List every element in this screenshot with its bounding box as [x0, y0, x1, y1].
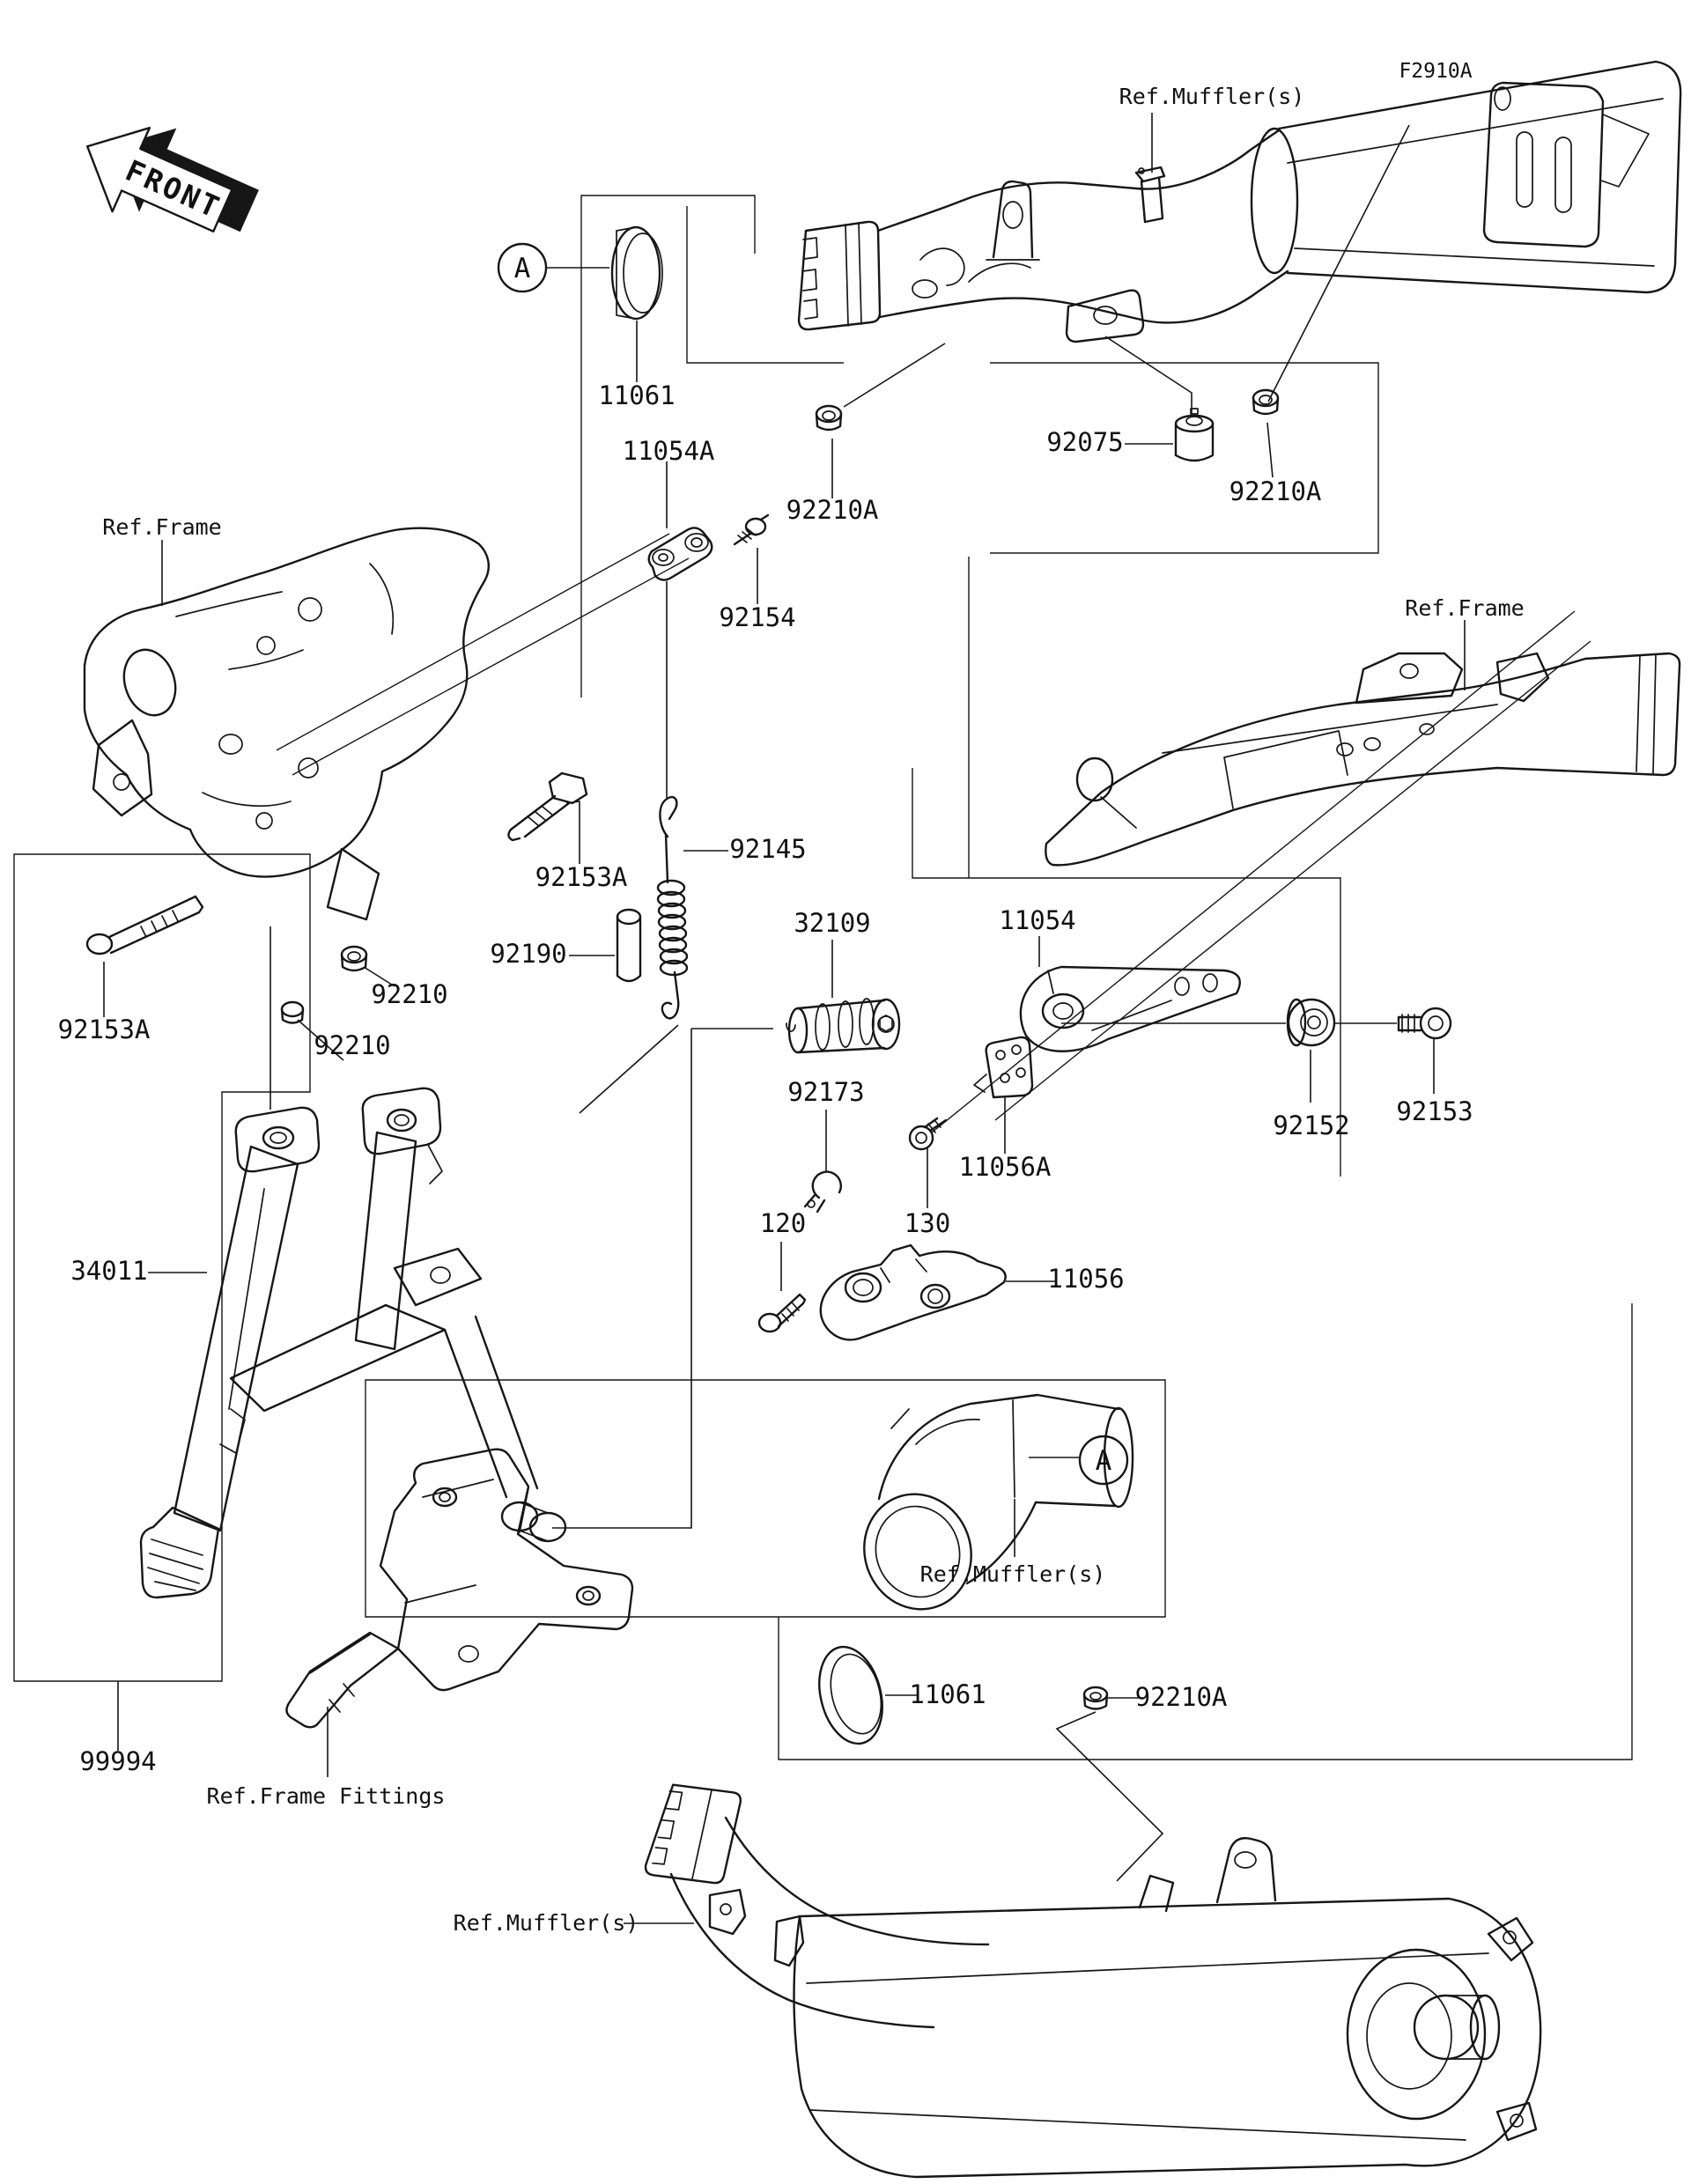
label-92075: 92075 [1046, 427, 1123, 457]
nut-92210a-left [816, 406, 841, 430]
bolt-130 [910, 1118, 946, 1149]
bracket-11054 [1021, 967, 1240, 1051]
exhaust-clamp-sleeve-bottom [644, 1776, 744, 1892]
bottom-pipe [671, 1818, 988, 2027]
bolt-92153a-left [87, 896, 203, 954]
ref-frame-fittings: Ref.Frame Fittings [207, 1783, 446, 1809]
nut-92210-2 [282, 1002, 303, 1023]
label-92145: 92145 [729, 834, 806, 864]
bracket-11056a [974, 1037, 1032, 1097]
nut-92210-1 [342, 947, 366, 970]
callout-a-mid: A [1080, 1436, 1127, 1484]
pointer-diagonals [277, 534, 1591, 1133]
center-stand-34011 [141, 1088, 565, 1597]
muffler-strap-clamp-top [1136, 167, 1164, 222]
damper-grommet-92152 [1288, 1000, 1334, 1045]
bottom-muffler-assembly [644, 1776, 1540, 2177]
label-92153: 92153 [1396, 1096, 1473, 1126]
label-92152: 92152 [1273, 1110, 1349, 1140]
nut-92210a-bottom [1084, 1687, 1107, 1709]
callout-a-mid-letter: A [1096, 1445, 1112, 1477]
label-11061-top: 11061 [598, 380, 675, 410]
right-frame [1045, 653, 1680, 865]
label-99994: 99994 [79, 1746, 156, 1776]
spring-92145 [658, 797, 687, 1018]
label-92210-2: 92210 [314, 1030, 390, 1060]
label-92210-1: 92210 [371, 979, 447, 1009]
muffler-front-mount-bracket [1067, 291, 1143, 342]
muffler-front-joint [1252, 129, 1297, 273]
left-frame [85, 528, 489, 919]
group-boxes [14, 196, 1632, 1760]
bottom-muffler-body [794, 1899, 1541, 2177]
label-11054: 11054 [999, 905, 1075, 935]
callout-a-top: A [498, 244, 546, 291]
gasket-ring-11061-top [612, 227, 662, 319]
label-32109: 32109 [794, 908, 870, 938]
bracket-11054a [649, 528, 713, 579]
bolt-92153 [1399, 1008, 1451, 1038]
muffler-body-top-seams [1288, 99, 1663, 266]
label-11056: 11056 [1047, 1264, 1124, 1294]
bottom-muffler-hanger [1140, 1838, 1275, 1911]
label-92210a-left: 92210A [786, 495, 879, 525]
callout-a-top-letter: A [514, 253, 531, 284]
bottom-muffler-seams [807, 1953, 1488, 2140]
label-11054a: 11054A [623, 436, 715, 466]
top-muffler-assembly [799, 62, 1680, 342]
bottom-muffler-endcap [1348, 1918, 1536, 2140]
header-pipe-top [878, 130, 1288, 322]
footpeg-bracket-assembly [286, 1450, 632, 1728]
ref-muffler-top: Ref.Muffler(s) [1119, 84, 1305, 109]
ref-muffler-mid: Ref.Muffler(s) [920, 1561, 1106, 1587]
bottom-pipe-brackets [710, 1890, 803, 1966]
label-92153a-top: 92153A [535, 862, 628, 892]
label-92190: 92190 [490, 939, 566, 969]
exhaust-clamp-sleeve-top [799, 222, 880, 329]
label-120: 120 [760, 1208, 806, 1238]
bolt-92153a-top [508, 773, 587, 840]
muffler-rear-hanger-plate [1484, 83, 1649, 247]
callout-a-mid-circle [1080, 1436, 1127, 1484]
callout-a-top-circle [498, 244, 546, 291]
bolt-120 [759, 1295, 805, 1332]
pipe-hanger-bracket-top [986, 181, 1039, 260]
label-92210a-right: 92210A [1229, 476, 1322, 506]
gasket-ring-11061-bottom [809, 1640, 891, 1750]
label-34011: 34011 [70, 1256, 147, 1286]
label-11061-bottom: 11061 [909, 1679, 986, 1709]
label-11056a: 11056A [959, 1152, 1052, 1182]
pipe-detail-bumps [912, 248, 1030, 298]
ref-muffler-bottom: Ref.Muffler(s) [454, 1910, 639, 1936]
mid-muffler-elbow [848, 1395, 1133, 1625]
leader-lines [104, 113, 1465, 1923]
bracket-11056 [821, 1245, 1006, 1339]
label-92210a-bottom: 92210A [1135, 1682, 1228, 1712]
screw-92154 [735, 515, 768, 544]
damper-92075 [1176, 409, 1213, 461]
collar-92190 [617, 910, 640, 981]
front-arrow: FRONT [67, 98, 259, 262]
figure-code: F2910A [1399, 60, 1472, 83]
muffler-body-top [1279, 62, 1680, 292]
label-130: 130 [905, 1208, 950, 1238]
nut-92210a-right [1253, 390, 1278, 414]
label-92154: 92154 [719, 602, 795, 632]
label-92153a-left: 92153A [58, 1015, 151, 1044]
label-92173: 92173 [787, 1077, 864, 1107]
clamp-92173 [805, 1172, 841, 1212]
damper-roller-32109 [786, 999, 899, 1052]
ref-frame-left: Ref.Frame [102, 514, 221, 540]
ref-frame-right: Ref.Frame [1405, 595, 1524, 621]
